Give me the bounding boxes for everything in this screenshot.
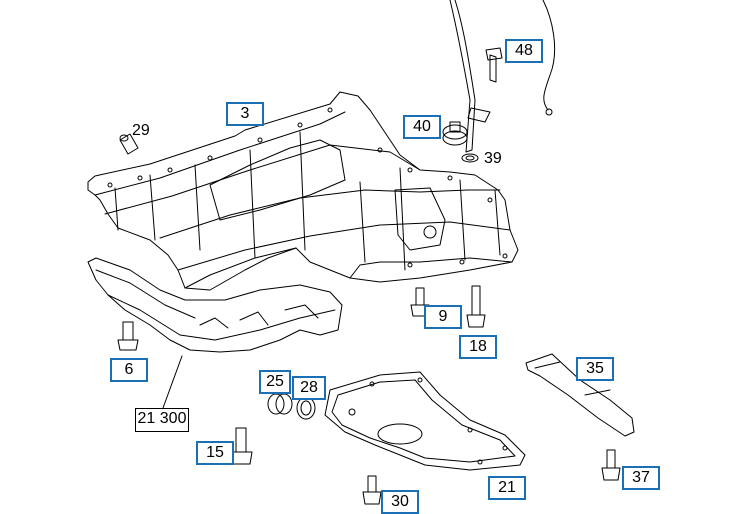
callout-3[interactable]: 3	[226, 102, 264, 126]
label-39[interactable]: 39	[484, 150, 502, 167]
callout-25[interactable]: 25	[259, 370, 291, 394]
label-29[interactable]: 29	[132, 122, 150, 139]
bolt-48-part	[485, 47, 503, 83]
bolt-18-part	[466, 285, 486, 328]
callout-37[interactable]: 37	[622, 466, 660, 490]
leader-line	[162, 355, 183, 409]
baffle-21300-part	[87, 257, 343, 353]
bolt-30-part	[362, 475, 382, 505]
callout-9[interactable]: 9	[424, 305, 462, 329]
lower-oil-pan-part	[324, 371, 526, 471]
callout-18[interactable]: 18	[459, 335, 497, 359]
bracket-35-part	[525, 353, 635, 437]
plug-29-part	[119, 133, 139, 155]
callout-40[interactable]: 40	[403, 115, 441, 139]
upper-oil-pan-part	[87, 91, 519, 291]
callout-48[interactable]: 48	[505, 39, 543, 63]
callout-21[interactable]: 21	[488, 476, 526, 500]
dipstick-part	[449, 0, 556, 153]
callout-21300[interactable]: 21 300	[135, 408, 189, 432]
callout-35[interactable]: 35	[576, 357, 614, 381]
bolt-6-part	[117, 321, 139, 351]
callout-28[interactable]: 28	[292, 376, 326, 400]
seal-28-part	[296, 396, 316, 420]
drain-plug-40-part	[442, 121, 479, 163]
seal-25-part	[267, 393, 293, 415]
bolt-37-part	[601, 449, 621, 481]
callout-15[interactable]: 15	[196, 441, 234, 465]
callout-30[interactable]: 30	[381, 490, 419, 514]
callout-6[interactable]: 6	[110, 358, 148, 382]
